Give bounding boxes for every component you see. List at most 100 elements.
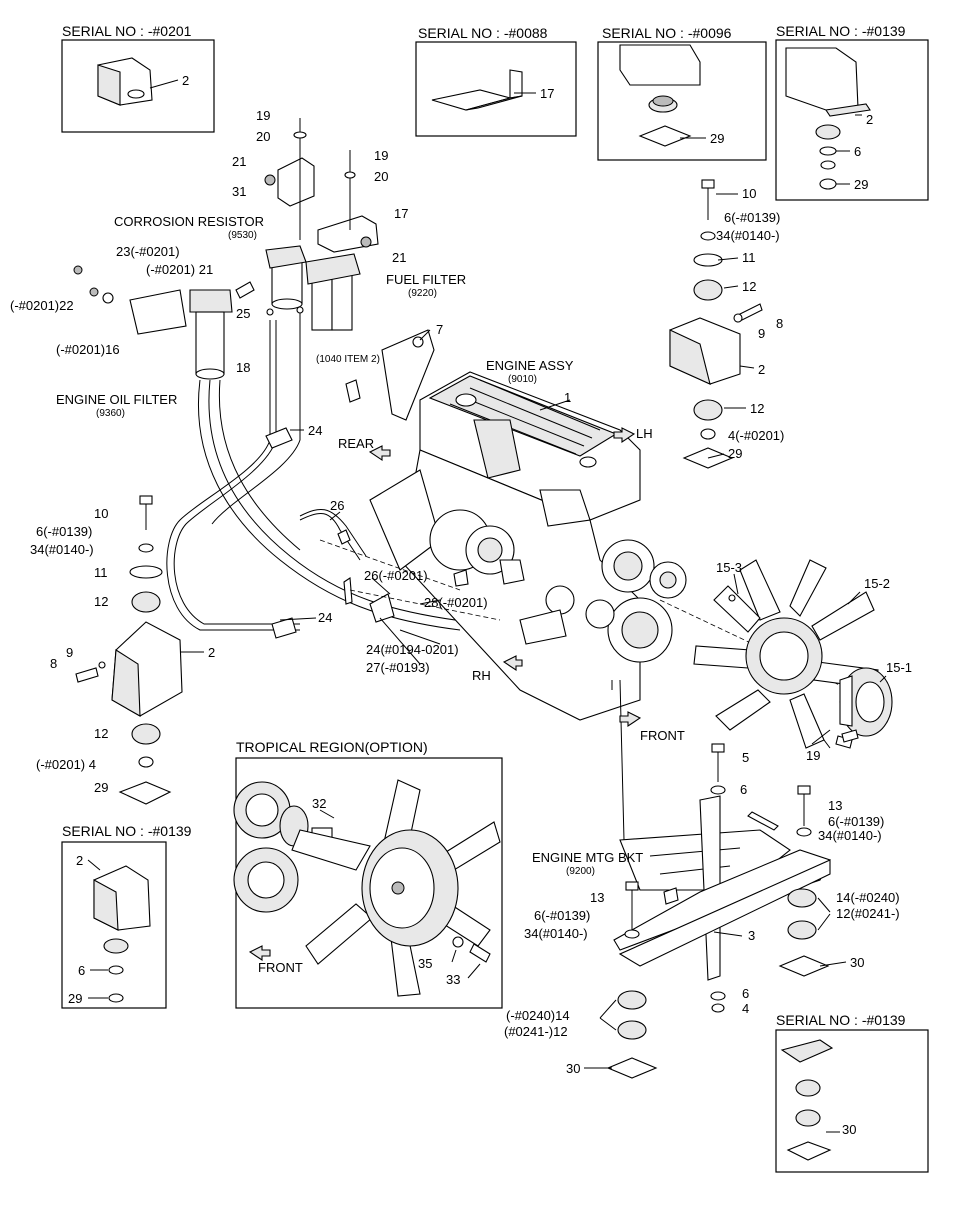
callout: 10	[94, 506, 108, 521]
callout: 33	[446, 972, 460, 987]
engine-mtg-bracket	[606, 743, 831, 1079]
callout: 12	[742, 279, 756, 294]
arrow-icon	[619, 711, 642, 728]
left-mount-stack	[75, 495, 183, 805]
callout: 29	[68, 991, 82, 1006]
direction-arrows	[368, 427, 642, 728]
callout: 6	[742, 986, 749, 1001]
callout: 4(-#0201)	[728, 428, 784, 443]
serial-label: SERIAL NO : -#0139	[776, 23, 906, 39]
tropical-title: TROPICAL REGION(OPTION)	[236, 739, 428, 755]
callout: 10	[742, 186, 756, 201]
callout: 12	[94, 726, 108, 741]
callout: 15-3	[716, 560, 742, 575]
lh-label: LH	[636, 426, 653, 441]
callout: 1	[564, 390, 571, 405]
callout: 30	[850, 955, 864, 970]
callout: (#0241-)12	[504, 1024, 568, 1039]
callout: (-#0240)14	[506, 1008, 570, 1023]
tropical-region-box: TROPICAL REGION(OPTION) 32 35 33 FRONT	[233, 739, 503, 1009]
callout: 6	[740, 782, 747, 797]
serial-label: SERIAL NO : -#0096	[602, 25, 732, 41]
callout: 6	[78, 963, 85, 978]
corrosion-resistor-no: (9530)	[228, 230, 257, 241]
callout: 12	[94, 594, 108, 609]
callout: 18	[236, 360, 250, 375]
callout: 19	[374, 148, 388, 163]
right-mount-stack	[669, 179, 763, 469]
callout: 14(-#0240)	[836, 890, 900, 905]
callout: (-#0201) 4	[36, 757, 96, 772]
callout: 31	[232, 184, 246, 199]
serial-label: SERIAL NO : -#0088	[418, 25, 548, 41]
callout: 34(#0140-)	[716, 228, 780, 243]
callout: 4	[742, 1001, 749, 1016]
callout: 19	[806, 748, 820, 763]
callout: 21	[232, 154, 246, 169]
serial-label: SERIAL NO : -#0201	[62, 23, 192, 39]
callout: 2	[76, 853, 83, 868]
callout: 32	[312, 796, 326, 811]
callout: 19	[256, 108, 270, 123]
callout: 15-1	[886, 660, 912, 675]
serial-box-bottom-left: SERIAL NO : -#0139 2 6 29	[61, 823, 192, 1009]
callout: 30	[566, 1061, 580, 1076]
callout: 8	[50, 656, 57, 671]
filter-assembly	[73, 118, 379, 639]
serial-box-top-mid2: SERIAL NO : -#0096 29	[597, 25, 767, 161]
rear-label: REAR	[338, 436, 374, 451]
rh-label: RH	[472, 668, 491, 683]
engine-oil-filter-label: ENGINE OIL FILTER	[56, 392, 177, 407]
callout: 15-2	[864, 576, 890, 591]
callout: 34(#0140-)	[30, 542, 94, 557]
callout-labels: 19 20 21 31 19 20 17 21 23(-#0201) (-#02…	[10, 108, 912, 1076]
callout: 26(-#0201)	[364, 568, 428, 583]
callout: 20	[374, 169, 388, 184]
serial-box-top-right: SERIAL NO : -#0139 2 6 29	[775, 23, 929, 201]
callout: 7	[436, 322, 443, 337]
tropical-front-label: FRONT	[258, 960, 303, 975]
callout: 6	[854, 144, 861, 159]
callout: 24	[308, 423, 322, 438]
callout: 2	[182, 73, 189, 88]
callout: 34(#0140-)	[524, 926, 588, 941]
fuel-filter-label: FUEL FILTER	[386, 272, 466, 287]
callout: 12(#0241-)	[836, 906, 900, 921]
callout: 11	[742, 250, 756, 265]
engine-assy-label: ENGINE ASSY	[486, 358, 574, 373]
engine-assy-no: (9010)	[508, 374, 537, 385]
callout: 2	[208, 645, 215, 660]
callout: 35	[418, 956, 432, 971]
callout: 29	[854, 177, 868, 192]
serial-box-top-left: SERIAL NO : -#0201 2	[61, 23, 215, 133]
callout: 8	[776, 316, 783, 331]
serial-box-top-mid: SERIAL NO : -#0088 17	[415, 25, 577, 137]
callout: 29	[728, 446, 742, 461]
callout: 13	[828, 798, 842, 813]
callout: (-#0201) 21	[146, 262, 213, 277]
callout: 29	[710, 131, 724, 146]
callout: 6(-#0139)	[828, 814, 884, 829]
corrosion-resistor-label: CORROSION RESISTOR	[114, 214, 264, 229]
callout: 3	[748, 928, 755, 943]
callout: 28(-#0201)	[424, 595, 488, 610]
callout: 24(#0194-0201)	[366, 642, 459, 657]
fuel-filter-no: (9220)	[408, 288, 437, 299]
callout: 30	[842, 1122, 856, 1137]
arrow-icon	[502, 655, 523, 672]
callout: 9	[758, 326, 765, 341]
callout: 29	[94, 780, 108, 795]
item-ref-label: (1040 ITEM 2)	[316, 354, 380, 365]
engine-mtg-bkt-no: (9200)	[566, 866, 595, 877]
serial-label: SERIAL NO : -#0139	[62, 823, 192, 839]
callout: 6(-#0139)	[534, 908, 590, 923]
callout: 27(-#0193)	[366, 660, 430, 675]
callout: 11	[94, 565, 108, 580]
engine-assembly	[319, 329, 687, 721]
serial-box-bottom-right: SERIAL NO : -#0139 30	[775, 1012, 929, 1173]
callout: 17	[540, 86, 554, 101]
callout: 17	[394, 206, 408, 221]
callout: 34(#0140-)	[818, 828, 882, 843]
arrow-icon	[368, 445, 391, 462]
